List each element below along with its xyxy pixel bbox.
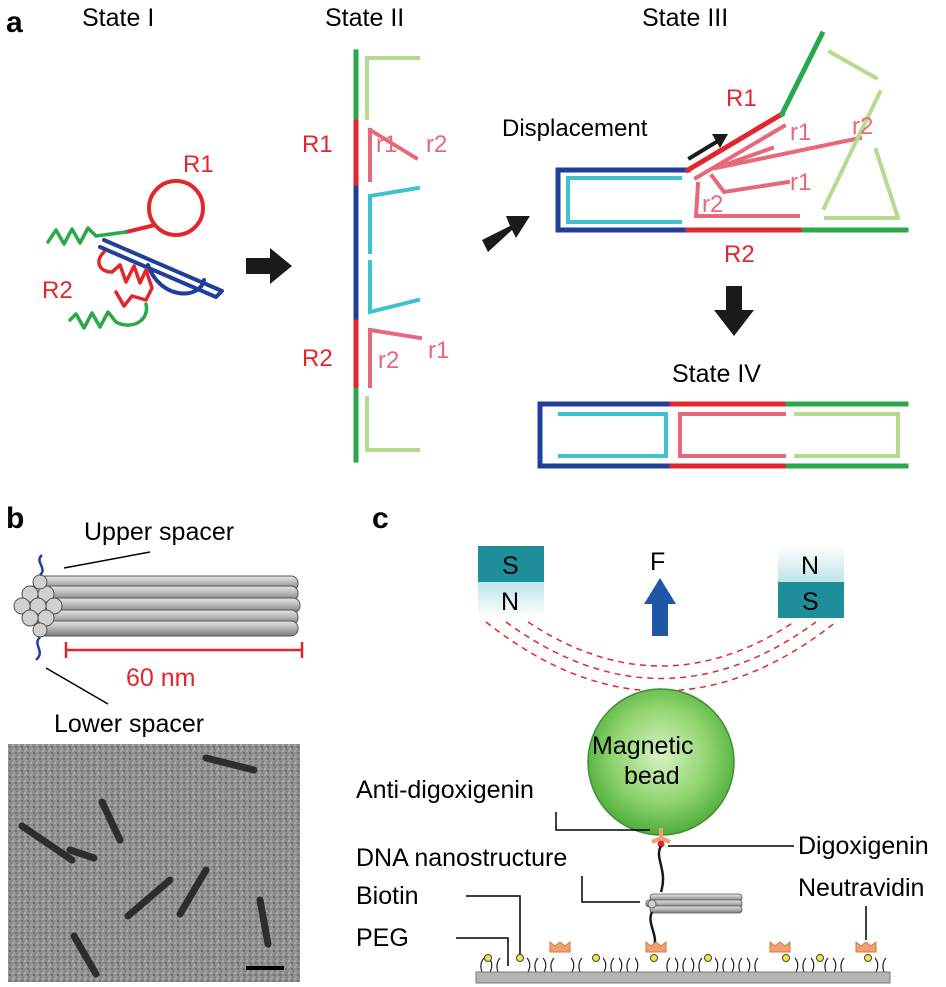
displacement-label: Displacement (502, 115, 648, 142)
rod-ends (13, 574, 63, 638)
state-4-title: State IV (672, 360, 761, 388)
state-3-title: State III (642, 4, 728, 32)
blue-strand (98, 238, 224, 299)
displacement-arrow (687, 138, 721, 161)
state-2-r2-small-top: r2 (426, 131, 447, 158)
lower-spacer-pointer (45, 667, 109, 705)
small-dna-bundle (645, 893, 743, 914)
panel-a-label: a (6, 6, 23, 39)
panel-b-label: b (6, 502, 24, 535)
digoxigenin-dot (657, 840, 665, 848)
magnet-right-bottom-pole: S (802, 588, 819, 616)
bead-label-line2: bead (624, 762, 680, 790)
state-4-cyan (558, 412, 668, 458)
panel-a: a State I State II State III R1 R2 (6, 4, 909, 469)
lower-spacer-label: Lower spacer (54, 710, 204, 738)
r2-coil (97, 250, 154, 308)
displacement-arrow-head (712, 134, 728, 148)
biotin-label: Biotin (356, 882, 419, 910)
state-2-cyan-bottom (368, 260, 421, 315)
state-2-pink-bottom (367, 327, 423, 388)
peg-brush (480, 957, 887, 973)
state-2-r1-label: R1 (302, 131, 333, 158)
green-linker-lower (68, 302, 149, 330)
state-4-lightgreen (794, 412, 900, 458)
state-4-diagram (537, 401, 909, 469)
rod-bottom (35, 620, 299, 637)
biotin-dots (484, 954, 872, 962)
r1-stem (124, 223, 157, 234)
lower-spacer-strand (35, 636, 41, 661)
tether-upper (657, 845, 665, 893)
state-2-r1-small: r1 (376, 131, 397, 158)
state-3-r1-small-top: r1 (790, 119, 811, 146)
bead-label-line1: Magnetic (592, 732, 693, 760)
force-label: F (650, 548, 665, 576)
state-2-diagram (353, 49, 423, 463)
peg-pointer (456, 937, 509, 966)
dna-nanostructure-pointer (581, 876, 640, 903)
state-2-r1-small-bottom: r1 (428, 337, 449, 364)
state-3-r2-small-right: r2 (852, 113, 873, 140)
panel-c-label: c (372, 502, 389, 535)
state-3-r1-label: R1 (726, 85, 757, 112)
state-3-green-upper (778, 30, 826, 118)
state-1-diagram (46, 179, 224, 330)
tem-particles (18, 754, 272, 978)
scale-bar-label: 60 nm (126, 664, 195, 692)
state-2-r2-small: r2 (378, 347, 399, 374)
neutravidin-proteins (549, 940, 877, 953)
magnet-left-bottom-pole: N (501, 588, 519, 616)
magnet-left-top-pole: S (502, 552, 519, 580)
magnet-right-top-pole: N (801, 552, 819, 580)
blue-loop (146, 263, 206, 296)
state-2-lightgreen-top (365, 56, 420, 120)
state-3-r2-label: R2 (724, 241, 755, 268)
state-4-pink (678, 412, 786, 458)
magnet-right: N S (778, 546, 844, 618)
force-arrow (644, 578, 676, 636)
upper-spacer-label: Upper spacer (84, 518, 234, 546)
state-3-blue-box (555, 167, 691, 233)
state-3-red-upper (684, 110, 786, 174)
state-1-title: State I (82, 4, 154, 32)
peg-label: PEG (356, 924, 409, 952)
anti-digoxigenin-pointer (555, 812, 650, 831)
dna-origami-bundle (13, 554, 301, 661)
arrow-state1-to-state2 (246, 248, 292, 284)
state-3-r1-small-mid: r1 (790, 169, 811, 196)
state-2-title: State II (325, 4, 404, 32)
state-1-r1-label: R1 (183, 151, 214, 178)
state-3-lightgreen (821, 49, 901, 220)
magnet-left: S N (478, 546, 544, 618)
neutravidin-label: Neutravidin (798, 874, 924, 902)
dna-nanostructure-label: DNA nanostructure (356, 844, 567, 872)
tem-image-background (8, 744, 300, 982)
panel-c: c S N N S F Magnetic bead Anti-digoxigen… (356, 502, 929, 984)
green-linker-upper (46, 226, 128, 246)
arrow-state2-to-state3 (482, 216, 530, 252)
anti-digoxigenin-antibody (651, 828, 671, 844)
upper-spacer-pointer (63, 551, 151, 569)
biotin-pointer (466, 895, 521, 958)
state-2-cyan-top (367, 185, 421, 254)
tem-micrograph (8, 744, 300, 982)
state-1-r2-label: R2 (42, 277, 73, 304)
state-3-diagram (555, 30, 909, 233)
upper-spacer-strand (38, 554, 44, 576)
panel-b: b Upper spacer 60 nm Lower spacer (6, 502, 304, 982)
state-3-r2-small: r2 (702, 191, 723, 218)
digoxigenin-label: Digoxigenin (798, 832, 929, 860)
anti-digoxigenin-label: Anti-digoxigenin (356, 776, 534, 804)
r1-hairpin-loop (147, 179, 205, 237)
state-3-pink-branches (693, 123, 863, 218)
glass-surface (475, 971, 891, 984)
state-4-blue (537, 401, 675, 469)
state-3-cyan-box (566, 176, 682, 224)
state-2-r2-label: R2 (302, 345, 333, 372)
state-2-pink-top (367, 127, 419, 182)
arrow-state3-to-state4 (714, 286, 754, 336)
state-2-lightgreen-bottom (365, 396, 420, 452)
